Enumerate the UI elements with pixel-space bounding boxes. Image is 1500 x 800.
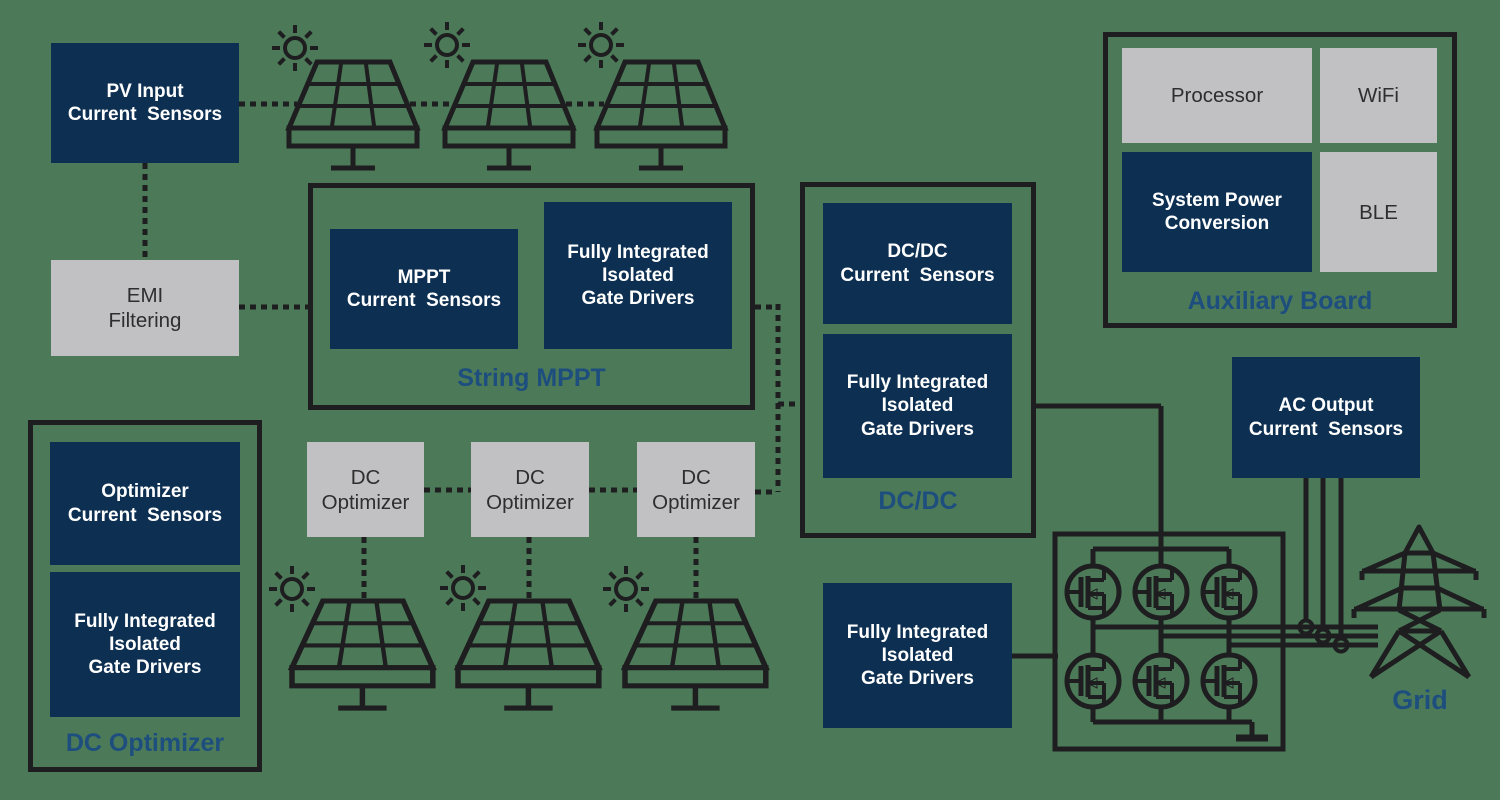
solid-connections [1012,403,1164,659]
dcdc-current-sensors-box: DC/DC Current Sensors [823,203,1012,324]
string-mppt-label: String MPPT [457,364,606,392]
dcdc-container [800,182,1036,538]
dotted-connections [142,101,800,600]
transmission-tower-icon [1351,524,1487,680]
auxiliary-board-container [1103,32,1457,328]
mosfet-icon [1135,566,1187,618]
three-phase-lines [1093,478,1378,648]
mppt-current-sensors-box: MPPT Current Sensors [330,229,518,349]
dc-optimizer-unit-2: DC Optimizer [471,442,589,537]
ble-box: BLE [1320,152,1437,272]
dc-optimizer-label: DC Optimizer [65,729,225,757]
sun-icon [438,563,488,613]
dc-optimizer-container [28,420,262,772]
gate-drivers-box-string-mppt: Fully Integrated Isolated Gate Drivers [544,202,732,349]
solar-panel-icon [289,62,417,168]
mosfet-icon [1067,566,1119,618]
solar-panel-icon [292,601,433,708]
dc-optimizer-unit-1: DC Optimizer [307,442,424,537]
dc-optimizer-unit-3: DC Optimizer [637,442,755,537]
sun-icon [270,23,320,73]
junction-dots [1297,618,1350,654]
string-mppt-container [308,183,755,410]
dcdc-label: DC/DC [878,487,958,515]
grid-label: Grid [1392,685,1448,715]
solar-panel-icon [445,62,573,168]
sun-icon [576,20,626,70]
sun-icon [267,564,317,614]
mosfet-icon [1135,655,1187,707]
solar-panel-icon [625,601,766,708]
solar-panel-icon [597,62,725,168]
ac-output-current-sensors-box: AC Output Current Sensors [1232,357,1420,478]
mosfet-icon [1067,655,1119,707]
auxiliary-board-label: Auxiliary Board [1187,287,1373,315]
gate-drivers-box-inverter: Fully Integrated Isolated Gate Drivers [823,583,1012,728]
inverter-bridge [1052,531,1286,752]
sun-icon [422,20,472,70]
mosfet-icon [1203,655,1255,707]
solar-panel-icon [458,601,599,708]
emi-filtering-box: EMI Filtering [51,260,239,356]
optimizer-current-sensors-box: Optimizer Current Sensors [50,442,240,565]
processor-box: Processor [1122,48,1312,143]
wifi-box: WiFi [1320,48,1437,143]
mosfet-icon [1203,566,1255,618]
gate-drivers-box-dc-optimizer: Fully Integrated Isolated Gate Drivers [50,572,240,717]
gate-drivers-box-dcdc: Fully Integrated Isolated Gate Drivers [823,334,1012,478]
system-power-conversion-box: System Power Conversion [1122,152,1312,272]
pv-input-current-sensors-box: PV Input Current Sensors [51,43,239,163]
sun-icon [601,564,651,614]
